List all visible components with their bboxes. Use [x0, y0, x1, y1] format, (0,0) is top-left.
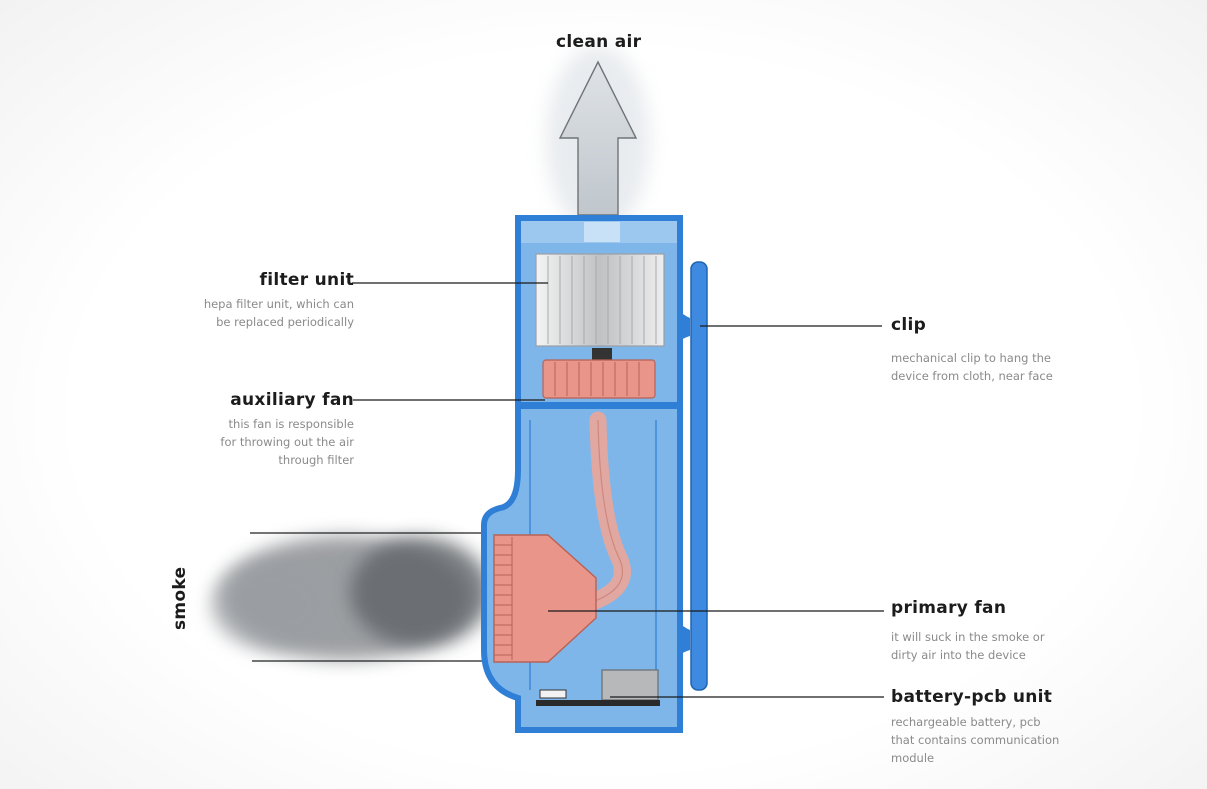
- clean-air-label: clean air: [556, 32, 642, 52]
- primary-fan-description: it will suck in the smoke or dirty air i…: [891, 630, 1045, 662]
- battery-block: [601, 669, 659, 701]
- smoke-cloud: [210, 536, 490, 660]
- battery-pcb-title: battery-pcb unit: [891, 687, 1053, 707]
- filter-unit-description: hepa filter unit, which can be replaced …: [203, 297, 354, 329]
- smoke-label: smoke: [170, 566, 190, 630]
- battery-pcb-description: rechargeable battery, pcb that contains …: [891, 715, 1060, 765]
- clean-air-arrow: [546, 45, 650, 235]
- primary-fan-title: primary fan: [891, 598, 1007, 618]
- leader-lines: [352, 282, 884, 698]
- primary-fan-housing: [493, 534, 597, 663]
- auxiliary-fan-rotor: [542, 359, 656, 399]
- hepa-filter: [535, 253, 665, 347]
- auxiliary-fan-description: this fan is responsible for throwing out…: [220, 417, 354, 467]
- device-body: [481, 215, 683, 733]
- clip-description: mechanical clip to hang the device from …: [891, 351, 1053, 383]
- auxiliary-fan-title: auxiliary fan: [230, 390, 354, 410]
- filter-unit-title: filter unit: [259, 270, 354, 290]
- clip-title: clip: [891, 315, 927, 335]
